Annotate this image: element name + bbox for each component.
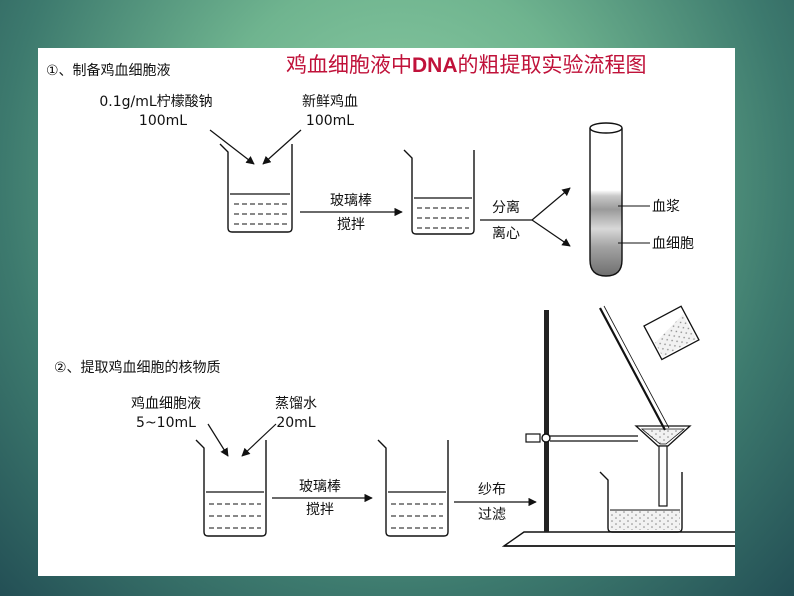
step1-reagent-a-volume: 100mL <box>139 113 187 129</box>
step1-stir-label-top: 玻璃棒 <box>330 192 372 209</box>
flowchart-diagram: 鸡血细胞液中DNA的粗提取实验流程图 ①、制备鸡血细胞液 0.1g/mL柠檬酸钠… <box>46 53 735 547</box>
step2-stir-label-top: 玻璃棒 <box>299 478 341 495</box>
step2-reagent-a-volume: 5~10mL <box>136 415 196 431</box>
step1-beaker-mixing <box>219 143 293 233</box>
centrifuge-test-tube <box>589 122 623 277</box>
step2-stir-label-bottom: 搅拌 <box>306 502 334 518</box>
step1-separate-label-bottom: 离心 <box>492 225 520 242</box>
step1-heading: ①、制备鸡血细胞液 <box>46 62 171 79</box>
step2-heading: ②、提取鸡血细胞的核物质 <box>54 359 221 376</box>
step1-centrifuge-arrow-down <box>531 219 571 247</box>
step1-reagent-b-arrow <box>262 129 302 165</box>
step2-reagent-b-name: 蒸馏水 <box>275 396 317 412</box>
step1-stir-label-bottom: 搅拌 <box>337 217 365 233</box>
diagram-title: 鸡血细胞液中DNA的粗提取实验流程图 <box>286 53 647 77</box>
step2-reagent-b-arrow <box>241 423 277 457</box>
step2-reagent-a-name: 鸡血细胞液 <box>131 395 201 412</box>
step2-filter-label-bottom: 过滤 <box>478 507 506 523</box>
plasma-label: 血浆 <box>652 199 680 215</box>
step1-reagent-b-name: 新鲜鸡血 <box>302 93 358 110</box>
step1-reagent-a-arrow <box>209 129 255 165</box>
step1-reagent-a-name: 0.1g/mL柠檬酸钠 <box>99 94 212 110</box>
step2-beaker-mixing <box>195 439 267 537</box>
step1-reagent-b-volume: 100mL <box>306 113 354 129</box>
step1-separate-label-top: 分离 <box>492 199 520 216</box>
step2-reagent-a-arrow <box>207 423 229 457</box>
step2-reagent-b-volume: 20mL <box>276 415 315 431</box>
step1-centrifuge-arrow-up <box>531 187 571 221</box>
diagram-panel: 鸡血细胞液中DNA的粗提取实验流程图 ①、制备鸡血细胞液 0.1g/mL柠檬酸钠… <box>38 48 735 576</box>
step2-filter-label-top: 纱布 <box>478 482 506 498</box>
step2-beaker-stirred <box>377 439 449 537</box>
step1-beaker-stirred <box>403 149 475 235</box>
blood-cells-label: 血细胞 <box>652 236 694 252</box>
filtration-apparatus <box>501 305 735 547</box>
